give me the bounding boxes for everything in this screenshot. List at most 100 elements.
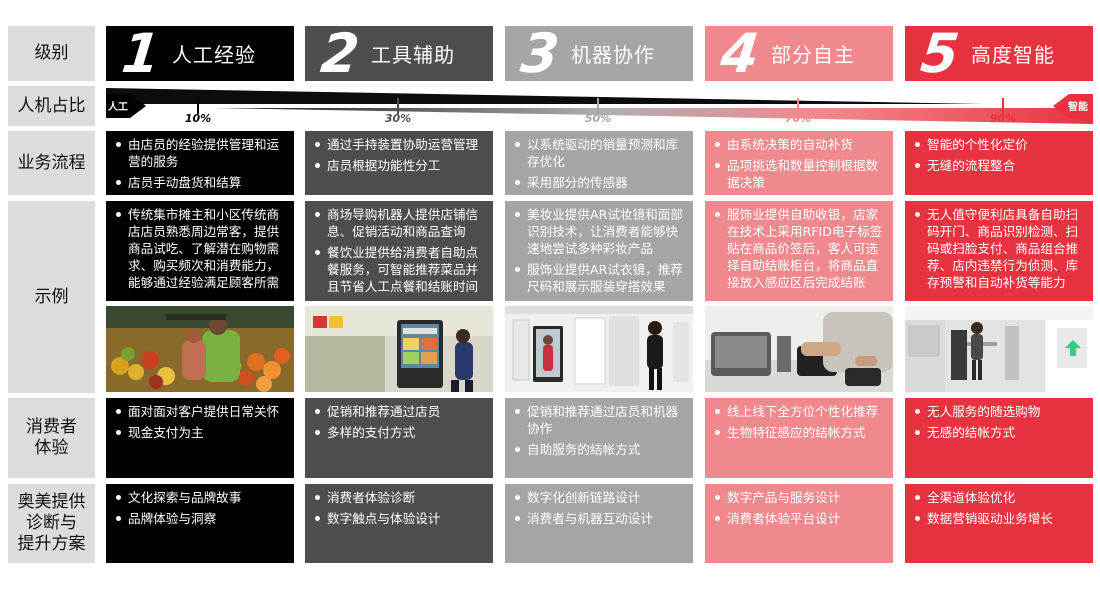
- level-5-photo-unmanned-store: [905, 306, 1093, 392]
- row-label-process-text: 业务流程: [17, 152, 86, 173]
- level-3-process: 以系统驱动的销量预测和库存优化采用部分的传感器: [505, 131, 693, 195]
- level-5-process-item: 无缝的流程整合: [913, 157, 1085, 174]
- level-2-solution: 消费者体验诊断数字触点与体验设计: [305, 484, 493, 563]
- level-1-experience: 面对面对客户提供日常关怀现金支付为主: [106, 398, 294, 478]
- level-2-process-item: 通过手持装置协助运营管理: [313, 136, 485, 153]
- level-4-process-item: 由系统决策的自动补货: [713, 136, 885, 153]
- row-label-experience-line2: 体验: [34, 438, 69, 458]
- level-1-process-item: 店员手动盘货和结算: [114, 174, 286, 191]
- row-label-example-text: 示例: [34, 286, 69, 307]
- level-2-solution-item: 消费者体验诊断: [313, 489, 485, 506]
- ratio-bar: 人工 智能: [106, 88, 1093, 124]
- level-2-process: 通过手持装置协助运营管理店员根据功能性分工: [305, 131, 493, 195]
- level-2-number: 2: [317, 22, 363, 85]
- level-1-number: 1: [118, 22, 164, 85]
- level-1-example-item: 传统集市摊主和小区传统商店店员熟悉周边常客，提供商品试吃、了解潜在购物需求、购买…: [114, 206, 286, 291]
- level-3-experience-item: 促销和推荐通过店员和机器协作: [513, 403, 685, 437]
- level-1-solution: 文化探索与品牌故事品牌体验与洞察: [106, 484, 294, 563]
- level-3-solution-item: 消费者与机器互动设计: [513, 510, 685, 527]
- row-label-experience-line1: 消费者: [26, 417, 77, 437]
- level-1-experience-item: 面对面对客户提供日常关怀: [114, 403, 286, 420]
- level-5-experience-item: 无感的结帐方式: [913, 424, 1085, 441]
- level-4-experience-item: 生物特征感应的结帐方式: [713, 424, 885, 441]
- level-3-process-item: 采用部分的传感器: [513, 174, 685, 191]
- level-2-example-item: 商场导购机器人提供店铺信息、促销活动和商品查询: [313, 206, 485, 240]
- ratio-bar-human-wedge: [106, 88, 1093, 106]
- level-4-number: 4: [717, 22, 763, 85]
- level-3-number: 3: [517, 22, 563, 85]
- level-5-experience: 无人服务的随选购物无感的结帐方式: [905, 398, 1093, 478]
- level-5-solution-item: 数据营销驱动业务增长: [913, 510, 1085, 527]
- level-3-solution-item: 数字化创新链路设计: [513, 489, 685, 506]
- level-2-example-item: 餐饮业提供给消费者自助点餐服务，可智能推荐菜品并且节省人工点餐和结账时间: [313, 244, 485, 295]
- level-4-process: 由系统决策的自动补货品项挑选和数量控制根据数据决策: [705, 131, 893, 195]
- level-5-solution-item: 全渠道体验优化: [913, 489, 1085, 506]
- level-1-solution-item: 文化探索与品牌故事: [114, 489, 286, 506]
- level-4-solution-item: 数字产品与服务设计: [713, 489, 885, 506]
- level-5-title: 高度智能: [971, 43, 1055, 67]
- level-3-header: 3 机器协作: [505, 22, 693, 85]
- level-3-title: 机器协作: [571, 43, 655, 67]
- ratio-bar-right-arrow: [1053, 94, 1093, 118]
- ratio-bar-right-label: 智能: [1068, 100, 1088, 113]
- row-label-solution-line1: 奥美提供: [17, 492, 86, 512]
- level-4-solution: 数字产品与服务设计消费者体验平台设计: [705, 484, 893, 563]
- level-1-process: 由店员的经验提供管理和运营的服务店员手动盘货和结算: [106, 131, 294, 195]
- ratio-label-1: 10%: [184, 112, 212, 125]
- level-5-experience-item: 无人服务的随选购物: [913, 403, 1085, 420]
- level-2-process-item: 店员根据功能性分工: [313, 157, 485, 174]
- level-2-header: 2 工具辅助: [305, 22, 493, 85]
- level-2-experience-item: 促销和推荐通过店员: [313, 403, 485, 420]
- level-2-experience-item: 多样的支付方式: [313, 424, 485, 441]
- level-1-process-item: 由店员的经验提供管理和运营的服务: [114, 136, 286, 170]
- level-3-experience-item: 自助服务的结帐方式: [513, 441, 685, 458]
- row-label-level: 级别: [8, 26, 95, 81]
- level-5-number: 5: [917, 22, 963, 85]
- row-label-experience: 消费者 体验: [8, 398, 95, 478]
- level-4-example-item: 服饰业提供自助收银，店家在技术上采用RFID电子标签贴在商品价签后，客人可选择自…: [713, 206, 885, 291]
- ratio-bar-left-arrow: [106, 94, 146, 118]
- level-1-title: 人工经验: [172, 43, 256, 67]
- level-5-header: 5 高度智能: [905, 22, 1093, 85]
- row-label-solution-line3: 提升方案: [17, 534, 86, 554]
- row-label-ratio-text: 人机占比: [17, 95, 86, 116]
- level-3-process-item: 以系统驱动的销量预测和库存优化: [513, 136, 685, 170]
- level-2-photo-kiosk: [305, 306, 493, 392]
- level-4-experience: 线上线下全方位个性化推荐生物特征感应的结帐方式: [705, 398, 893, 478]
- level-3-example-item: 服饰业提供AR试衣镜，推荐尺码和展示服装穿搭效果: [513, 261, 685, 295]
- level-5-example-item: 无人值守便利店具备自助扫码开门、商品识别检测、扫码或扫脸支付、商品组合推荐、店内…: [913, 206, 1085, 291]
- level-2-title: 工具辅助: [371, 43, 455, 67]
- row-label-solution: 奥美提供 诊断与 提升方案: [8, 484, 95, 563]
- level-4-example: 服饰业提供自助收银，店家在技术上采用RFID电子标签贴在商品价签后，客人可选择自…: [705, 201, 893, 301]
- level-3-photo-ar-mirror: [505, 306, 693, 392]
- level-2-example: 商场导购机器人提供店铺信息、促销活动和商品查询餐饮业提供给消费者自助点餐服务，可…: [305, 201, 493, 301]
- row-label-solution-line2: 诊断与: [26, 513, 77, 533]
- row-label-example: 示例: [8, 201, 95, 393]
- level-3-experience: 促销和推荐通过店员和机器协作自助服务的结帐方式: [505, 398, 693, 478]
- row-label-level-text: 级别: [34, 43, 69, 63]
- level-4-photo-self-checkout: [705, 306, 893, 392]
- ratio-label-4: 70%: [784, 112, 812, 125]
- level-4-experience-item: 线上线下全方位个性化推荐: [713, 403, 885, 420]
- level-5-solution: 全渠道体验优化数据营销驱动业务增长: [905, 484, 1093, 563]
- ratio-label-3: 50%: [584, 112, 612, 125]
- ratio-label-5: 90%: [989, 112, 1017, 125]
- level-1-example: 传统集市摊主和小区传统商店店员熟悉周边常客，提供商品试吃、了解潜在购物需求、购买…: [106, 201, 294, 301]
- level-1-photo-market: [106, 306, 294, 392]
- level-4-title: 部分自主: [771, 43, 855, 67]
- level-5-process: 智能的个性化定价无缝的流程整合: [905, 131, 1093, 195]
- ratio-label-2: 30%: [384, 112, 412, 125]
- level-4-process-item: 品项挑选和数量控制根据数据决策: [713, 157, 885, 191]
- level-4-solution-item: 消费者体验平台设计: [713, 510, 885, 527]
- level-3-example: 美妆业提供AR试妆镜和面部识别技术，让消费者能够快速地尝试多种彩妆产品服饰业提供…: [505, 201, 693, 301]
- level-4-header: 4 部分自主: [705, 22, 893, 85]
- row-label-process: 业务流程: [8, 131, 95, 195]
- level-1-header: 1 人工经验: [106, 22, 294, 85]
- level-2-experience: 促销和推荐通过店员多样的支付方式: [305, 398, 493, 478]
- level-1-experience-item: 现金支付为主: [114, 424, 286, 441]
- ratio-bar-left-label: 人工: [108, 100, 128, 113]
- level-3-solution: 数字化创新链路设计消费者与机器互动设计: [505, 484, 693, 563]
- level-1-solution-item: 品牌体验与洞察: [114, 510, 286, 527]
- ratio-bar-machine-wedge: [106, 106, 1093, 124]
- row-label-ratio: 人机占比: [8, 86, 95, 126]
